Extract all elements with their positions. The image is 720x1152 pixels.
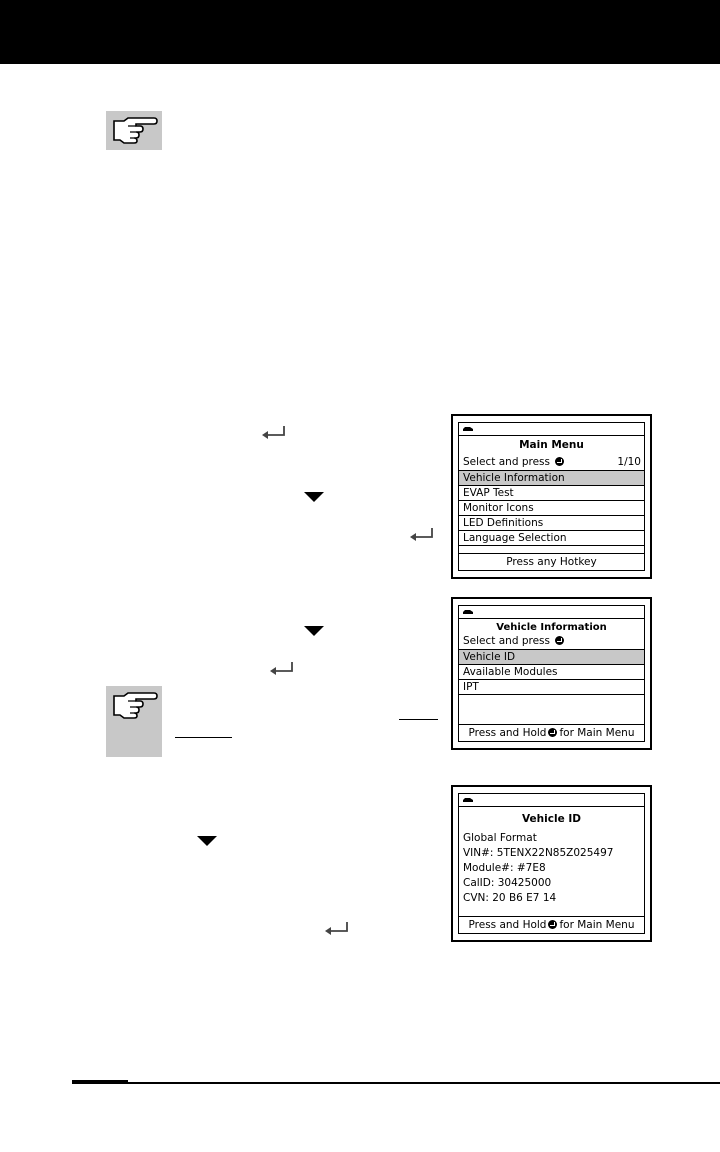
screen-title: Vehicle Information	[496, 622, 607, 633]
info-line: CalID: 30425000	[463, 877, 552, 889]
info-line: CVN: 20 B6 E7 14	[463, 892, 557, 904]
vehicle-icon	[463, 610, 473, 614]
vehicle-id-screen: Vehicle ID Global Format VIN#: 5TENX22N8…	[451, 785, 652, 942]
down-arrow-icon	[197, 836, 217, 846]
menu-item[interactable]: Available Modules	[459, 665, 644, 680]
status-bar	[459, 606, 644, 619]
main-menu-screen: Main Menu Select and press 1/10 Vehicle …	[451, 414, 652, 579]
info-line: Global Format	[463, 832, 537, 844]
menu-item[interactable]: IPT	[459, 680, 644, 695]
prompt-text: Select and press	[463, 456, 550, 468]
underline-mark	[175, 737, 232, 738]
vehicle-icon	[463, 427, 473, 431]
menu-item[interactable]: EVAP Test	[459, 486, 644, 501]
info-line: VIN#: 5TENX22N85Z025497	[463, 847, 614, 859]
enter-button-icon	[555, 457, 565, 466]
enter-button-icon	[548, 920, 558, 929]
footer-rule-accent	[72, 1080, 128, 1084]
status-bar	[459, 794, 644, 807]
prompt-row: Select and press 1/10	[459, 455, 644, 470]
screen-title: Vehicle ID	[522, 813, 581, 825]
footer-text: for Main Menu	[559, 919, 635, 931]
enter-key-icon	[325, 922, 348, 935]
enter-key-icon	[410, 528, 433, 541]
footer-text: Press and Hold	[468, 727, 547, 739]
enter-button-icon	[548, 728, 558, 737]
vehicle-information-screen: Vehicle Information Select and press Veh…	[451, 597, 652, 750]
note-hand-icon	[106, 686, 162, 757]
down-arrow-icon	[304, 626, 324, 636]
prompt-text: Select and press	[463, 635, 550, 647]
menu-item[interactable]: Language Selection	[459, 531, 644, 546]
enter-key-icon	[262, 426, 285, 439]
underline-mark	[399, 719, 438, 720]
down-arrow-icon	[304, 492, 324, 502]
screen-title: Main Menu	[519, 439, 584, 451]
enter-button-icon	[555, 636, 565, 645]
menu-item[interactable]: Monitor Icons	[459, 501, 644, 516]
menu-item[interactable]: Vehicle Information	[459, 471, 644, 486]
menu-item[interactable]: LED Definitions	[459, 516, 644, 531]
header-bar	[0, 0, 720, 64]
page-indicator: 1/10	[617, 456, 641, 468]
vehicle-icon	[463, 798, 473, 802]
screen-footer: Press and Hold for Main Menu	[459, 916, 644, 933]
footer-text: for Main Menu	[559, 727, 635, 739]
screen-footer: Press any Hotkey	[459, 553, 644, 570]
note-hand-icon	[106, 111, 162, 150]
footer-rule	[72, 1082, 720, 1084]
status-bar	[459, 423, 644, 436]
prompt-row: Select and press	[459, 634, 644, 649]
menu-item[interactable]: Vehicle ID	[459, 650, 644, 665]
footer-text: Press and Hold	[468, 919, 547, 931]
enter-key-icon	[270, 662, 293, 675]
screen-footer: Press and Hold for Main Menu	[459, 724, 644, 741]
info-line: Module#: #7E8	[463, 862, 546, 874]
